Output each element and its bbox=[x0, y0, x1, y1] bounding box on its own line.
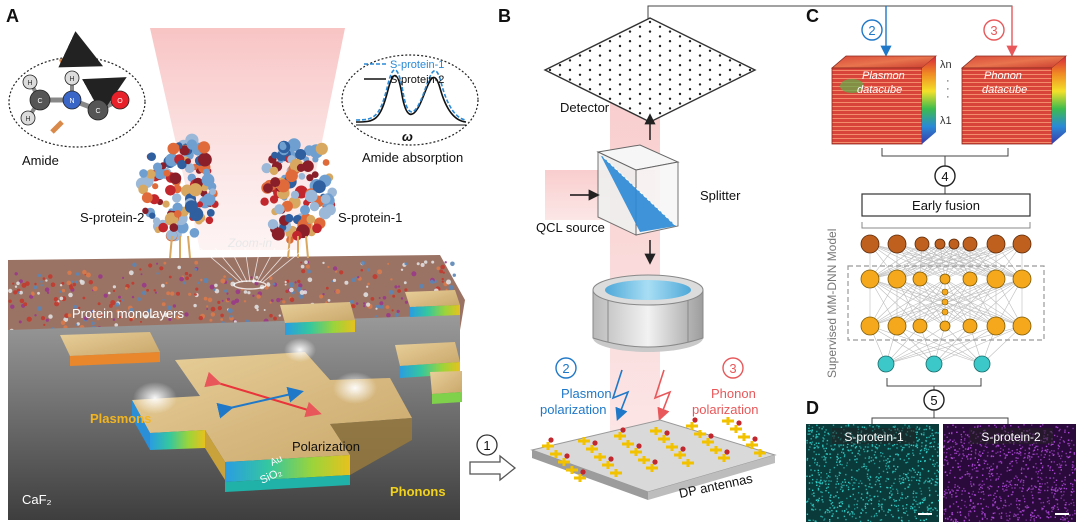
svg-text:H: H bbox=[27, 80, 32, 87]
plasmon-polarization-line2: polarization bbox=[540, 402, 607, 417]
phonon-datacube-line2: datacube bbox=[982, 84, 1027, 96]
step-2-marker-b: 2 bbox=[555, 357, 577, 379]
zoom-in-label: Zoom-in bbox=[227, 236, 272, 250]
step-3-marker-b: 3 bbox=[722, 357, 744, 379]
step-2-marker-c: 2 bbox=[861, 19, 883, 41]
panel-b-letter: B bbox=[498, 6, 511, 26]
legend-s1: S-protein-1 bbox=[390, 59, 444, 71]
map-s-protein-2-label: S-protein-2 bbox=[981, 430, 1041, 444]
au-label: Au bbox=[269, 454, 285, 469]
s-protein-2-label: S-protein-2 bbox=[80, 210, 144, 225]
polarization-label: Polarization bbox=[292, 439, 360, 454]
step-1-number: 1 bbox=[483, 438, 490, 453]
plasmon-datacube-line1: Plasmon bbox=[862, 70, 905, 82]
panel-c: C 2 3 Plasmon datacube P bbox=[806, 6, 1068, 424]
svg-text:N: N bbox=[69, 98, 74, 105]
step-3-marker-c: 3 bbox=[983, 19, 1005, 41]
protein-icon bbox=[135, 133, 338, 259]
early-fusion-box bbox=[861, 193, 1031, 217]
zoom-in-cone bbox=[199, 247, 306, 290]
svg-text:O: O bbox=[117, 98, 123, 105]
lambda-n-label: λn bbox=[940, 59, 952, 71]
step-3-number-b: 3 bbox=[729, 361, 736, 376]
polarization-arrow-blue bbox=[216, 386, 304, 419]
panel-d-letter: D bbox=[806, 398, 819, 418]
phonon-datacube-line1: Phonon bbox=[984, 70, 1022, 82]
detector-label: Detector bbox=[560, 100, 610, 115]
panel-a: A bbox=[6, 6, 479, 520]
step-2-number-c: 2 bbox=[868, 23, 875, 38]
phonons-label: Phonons bbox=[390, 484, 446, 499]
phonon-polarization-line1: Phonon bbox=[711, 386, 756, 401]
omega-label: ω bbox=[402, 129, 413, 144]
caf2-label: CaF₂ bbox=[22, 492, 52, 507]
panel-d: D S-protein-1 S-protein-2 bbox=[806, 398, 1077, 523]
lambda-1-label: λ1 bbox=[940, 115, 952, 127]
s-protein-1-label: S-protein-1 bbox=[338, 210, 402, 225]
early-fusion-label: Early fusion bbox=[912, 198, 980, 213]
step-2-number-b: 2 bbox=[562, 361, 569, 376]
ir-beam-vertical bbox=[610, 90, 660, 445]
background-antennas bbox=[60, 290, 462, 404]
neural-network-icon bbox=[847, 234, 1045, 373]
qcl-source-label: QCL source bbox=[536, 220, 605, 235]
svg-text:·: · bbox=[946, 75, 950, 87]
step-5-marker: 5 bbox=[923, 389, 945, 411]
antenna-icon bbox=[530, 417, 777, 500]
svg-text:·: · bbox=[946, 91, 950, 103]
mm-dnn-model-label: Supervised MM-DNN Model bbox=[825, 229, 839, 378]
amide-label: Amide bbox=[22, 153, 59, 168]
panel-b: B Detector Splitter QCL source bbox=[498, 5, 1013, 501]
plasmon-datacube-line2: datacube bbox=[857, 84, 902, 96]
lens-icon bbox=[592, 274, 704, 352]
detector-icon bbox=[543, 17, 757, 123]
map-s-protein-1-label: S-protein-1 bbox=[844, 430, 904, 444]
dp-antenna-cross bbox=[132, 338, 412, 492]
splitter-label: Splitter bbox=[700, 188, 741, 203]
svg-text:H: H bbox=[25, 116, 30, 123]
step-5-number: 5 bbox=[930, 393, 937, 408]
protein-monolayers-label: Protein monolayers bbox=[72, 306, 184, 321]
svg-text:C: C bbox=[95, 108, 100, 115]
step-4-number: 4 bbox=[941, 169, 948, 184]
step-1-arrow: 1 bbox=[469, 434, 517, 482]
splitter-icon bbox=[596, 144, 680, 236]
datacube-icon: Plasmon datacube Phonon datacube bbox=[830, 55, 1068, 145]
molecule-icon: H N C C O H H bbox=[8, 31, 146, 148]
panel-a-letter: A bbox=[6, 6, 19, 26]
svg-text:C: C bbox=[37, 98, 42, 105]
phonon-polarization-line2: polarization bbox=[692, 402, 759, 417]
phonon-datacube: Phonon datacube bbox=[960, 55, 1068, 145]
svg-text:·: · bbox=[946, 83, 950, 95]
plasmon-polarization-line1: Plasmon bbox=[561, 386, 612, 401]
svg-text:H: H bbox=[69, 76, 74, 83]
absorption-inset: S-protein-1 S-protein-2 ω bbox=[341, 54, 479, 146]
arrow-icon bbox=[469, 454, 517, 482]
amide-absorption-label: Amide absorption bbox=[362, 150, 463, 165]
step-4-marker: 4 bbox=[934, 165, 956, 187]
panel-c-letter: C bbox=[806, 6, 819, 26]
plasmons-label: Plasmons bbox=[90, 411, 151, 426]
plasmon-datacube: Plasmon datacube bbox=[830, 55, 938, 145]
legend-s2: S-protein-2 bbox=[390, 74, 444, 86]
step-3-number-c: 3 bbox=[990, 23, 997, 38]
